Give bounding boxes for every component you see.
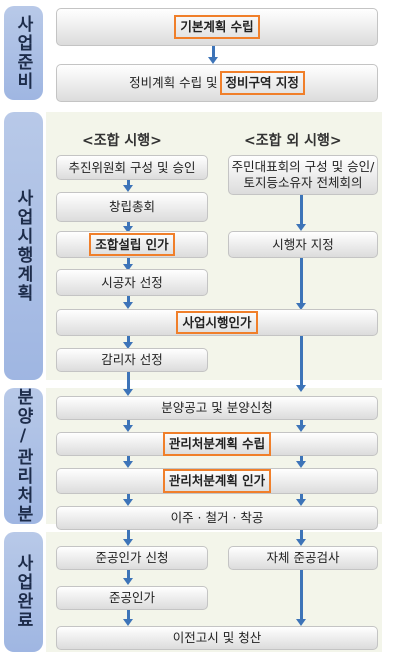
arrow: [296, 570, 306, 626]
plan-zone-step: 정비계획 수립 및 정비구역 지정: [56, 64, 378, 102]
operator-step: 시행자 지정: [228, 231, 378, 258]
phase-prep: 사업준비: [4, 6, 43, 100]
arrow: [123, 610, 133, 626]
project-approval-step: 사업시행인가: [56, 309, 378, 336]
arrow: [123, 258, 133, 271]
basic-plan-label: 기본계획 수립: [174, 15, 260, 39]
completion-step: 준공인가: [56, 586, 208, 610]
self-inspection-label: 자체 준공검사: [266, 550, 340, 566]
phase-dist: 분양/관리처분: [4, 388, 43, 524]
arrow: [296, 420, 306, 432]
mgmt-plan-label: 관리처분계획 수립: [162, 432, 272, 456]
union-approval-step: 조합설립 인가: [56, 231, 208, 258]
sale-notice-step: 분양공고 및 분양신청: [56, 396, 378, 420]
arrow: [296, 195, 306, 231]
resident-rep-line2: 토지등소유자 전체회의: [243, 175, 363, 190]
phase-done: 사업완료: [4, 532, 43, 652]
founding-meeting-step: 창립총회: [56, 192, 208, 222]
project-approval-label: 사업시행인가: [176, 310, 258, 335]
mgmt-plan-step: 관리처분계획 수립: [56, 432, 378, 456]
sale-notice-label: 분양공고 및 분양신청: [161, 400, 273, 416]
arrow: [123, 456, 133, 468]
committee-label: 추진위원회 구성 및 승인: [68, 159, 196, 175]
self-inspection-step: 자체 준공검사: [228, 546, 378, 570]
mgmt-approval-step: 관리처분계획 인가: [56, 468, 378, 494]
arrow: [296, 258, 306, 310]
arrow: [123, 530, 133, 546]
phase-dist-label: 분양/관리처분: [13, 388, 33, 524]
relocation-label: 이주 · 철거 · 착공: [170, 510, 264, 526]
supervisor-label: 감리자 선정: [101, 352, 163, 368]
basic-plan-step: 기본계획 수립: [56, 8, 378, 46]
founding-meeting-label: 창립총회: [108, 199, 155, 215]
arrow: [296, 530, 306, 546]
mgmt-approval-label: 관리처분계획 인가: [162, 469, 272, 493]
committee-step: 추진위원회 구성 및 승인: [56, 155, 208, 180]
arrow: [123, 570, 133, 585]
resident-rep-line1: 주민대표회의 구성 및 승인/: [231, 159, 375, 175]
arrow: [123, 372, 133, 396]
union-approval-label: 조합설립 인가: [89, 232, 175, 257]
completion-label: 준공인가: [108, 590, 155, 606]
contractor-label: 시공자 선정: [101, 274, 163, 290]
phase-impl: 사업시행계획: [4, 112, 43, 380]
transfer-label: 이전고시 및 청산: [172, 630, 262, 646]
arrow: [296, 456, 306, 468]
arrow: [123, 494, 133, 506]
header-union: <조합 시행>: [82, 133, 162, 149]
arrow: [123, 222, 133, 233]
plan-prefix-label: 정비계획 수립 및: [129, 75, 218, 91]
phase-prep-label: 사업준비: [13, 15, 33, 91]
completion-request-step: 준공인가 신청: [56, 546, 208, 570]
arrow: [123, 420, 133, 432]
supervisor-step: 감리자 선정: [56, 348, 208, 372]
arrow: [208, 46, 218, 64]
arrow: [123, 180, 133, 192]
resident-rep-step: 주민대표회의 구성 및 승인/ 토지등소유자 전체회의: [228, 155, 378, 195]
arrow: [123, 336, 133, 349]
phase-impl-label: 사업시행계획: [13, 189, 33, 303]
operator-label: 시행자 지정: [272, 236, 334, 252]
arrow: [296, 494, 306, 506]
phase-done-label: 사업완료: [13, 554, 33, 630]
arrow: [296, 336, 306, 392]
arrow: [123, 296, 133, 309]
completion-request-label: 준공인가 신청: [95, 550, 169, 566]
contractor-step: 시공자 선정: [56, 269, 208, 296]
header-non-union: <조합 외 시행>: [244, 133, 342, 149]
transfer-step: 이전고시 및 청산: [56, 626, 378, 650]
relocation-step: 이주 · 철거 · 착공: [56, 506, 378, 530]
zone-designation-label: 정비구역 지정: [219, 71, 305, 95]
